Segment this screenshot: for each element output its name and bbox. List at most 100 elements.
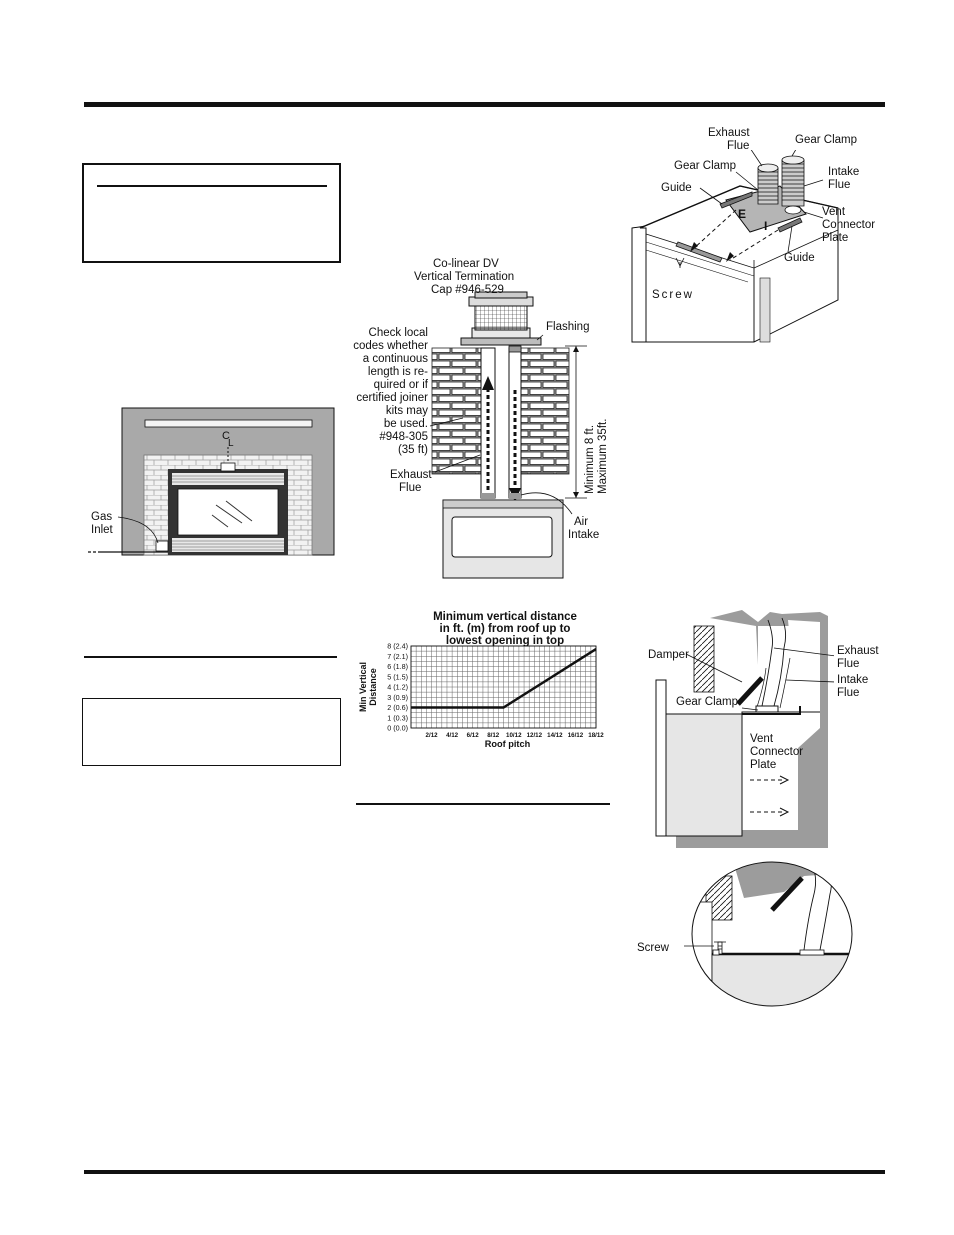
damper-plate-label-2: Connector (750, 746, 804, 758)
height-range-label-1: Minimum 8 ft. (584, 424, 596, 494)
y-axis-label: Min Vertical (358, 662, 368, 712)
exhaust-leader (750, 150, 763, 167)
conn-plate-label-1: Vent (822, 206, 846, 218)
term-exhaust-label-1: Exhaust (390, 469, 432, 481)
chimney-right-wall (516, 347, 570, 475)
damper-plate-label-3: Plate (750, 759, 777, 771)
y-tick-label: 2 (0.6) (387, 703, 408, 712)
y-tick-label: 5 (1.5) (387, 672, 408, 681)
intake-flue-top (781, 155, 805, 165)
gas-inlet-leader (117, 516, 159, 544)
vent-connector (755, 705, 779, 713)
exhaust-leader (434, 454, 481, 473)
detail-circle (691, 861, 853, 1007)
x-tick-label: 6/12 (467, 732, 480, 739)
pipe-collar-left (481, 493, 495, 499)
term-exhaust-label-2: Flue (399, 482, 422, 494)
intake-leader (803, 179, 824, 187)
plate-leader (803, 211, 824, 219)
x-tick-label: 8/12 (487, 732, 500, 739)
guide-left-label: Guide (661, 182, 692, 194)
unit-top-plate (742, 706, 801, 715)
vertical-termination-figure (429, 291, 587, 579)
pipe-collar-right (509, 493, 521, 499)
glass-panel (177, 488, 279, 536)
x-axis-label: Roof pitch (485, 739, 531, 749)
exhaust-flue-sketch (761, 617, 787, 707)
guide-right-leader (787, 225, 793, 253)
conn-plate-label-3: Plate (822, 232, 849, 244)
fireplace-front-figure (88, 407, 335, 556)
guide-right (777, 217, 803, 233)
x-tick-label: 12/12 (527, 732, 543, 739)
plot-frame (410, 645, 597, 729)
conn-intake-label-2: Flue (828, 179, 851, 191)
lintel-brick (693, 625, 715, 693)
plate-mark-i: I (764, 219, 768, 233)
header-rule (84, 102, 885, 107)
y-tick-label: 3 (0.9) (387, 693, 408, 702)
damper-intake-label-2: Flue (837, 687, 860, 699)
exhaust-flue-coil (757, 167, 779, 205)
gas-inlet-label-1: Gas (91, 511, 113, 523)
air-intake-label-2: Intake (568, 529, 600, 541)
unit-right-trim (759, 277, 771, 343)
detail-damper-blade (770, 876, 804, 912)
intake-pipe-top (508, 345, 522, 353)
firebox-unit-top (442, 499, 564, 509)
unit-body (665, 713, 743, 837)
flashing-plate (460, 337, 542, 346)
cap-label-2: Vertical Termination (414, 271, 515, 283)
y-tick-label: 0 (0.0) (387, 724, 408, 733)
move-arrow-1 (691, 209, 737, 251)
gear-clamp-top-leader (791, 150, 797, 157)
y-axis-label: Distance (368, 668, 378, 706)
gear-clamp-top-label: Gear Clamp (795, 134, 857, 146)
damper-intake-label-1: Intake (837, 674, 869, 686)
footer-rule (84, 1170, 885, 1174)
y-tick-label: 4 (1.2) (387, 683, 408, 692)
damper-exhaust-label-1: Exhaust (837, 645, 879, 657)
detail-connector (799, 949, 825, 956)
y-tick-label: 8 (2.4) (387, 642, 408, 651)
chimney-opening (758, 626, 798, 728)
mantel-shelf (144, 419, 313, 428)
damper-leader (685, 653, 743, 683)
unit-side-panel (631, 225, 647, 343)
damper-label: Damper (648, 649, 689, 661)
section-rule-middle (356, 803, 610, 805)
warning-box-rule (97, 185, 327, 187)
x-tick-label: 16/12 (568, 732, 584, 739)
exhaust-flue-top (757, 163, 779, 173)
y-tick-label: 6 (1.8) (387, 662, 408, 671)
codes-note: Check local codes whether a continuous l… (353, 327, 428, 456)
air-intake-label-1: Air (574, 516, 589, 528)
vent-connector-figure (631, 150, 839, 343)
conn-plate-label-2: Connector (822, 219, 876, 231)
detail-screw-label: Screw (637, 942, 669, 954)
guide-right-label: Guide (784, 252, 815, 264)
cap-label-3: Cap #946-529 (431, 284, 504, 296)
guide-left-leader (699, 187, 723, 205)
x-tick-label: 10/12 (506, 732, 522, 739)
exhaust-leader (773, 647, 834, 657)
detail-top-plate (712, 942, 852, 956)
flashing-label: Flashing (546, 321, 590, 333)
junction-box (220, 462, 236, 472)
conn-exhaust-label-1: Exhaust (708, 127, 750, 139)
damper-section-figure (655, 610, 834, 848)
damper-plate-label-1: Vent (750, 733, 774, 745)
gas-inlet-label-2: Inlet (91, 524, 113, 536)
intake-collar (784, 205, 802, 215)
bottom-louver (172, 538, 284, 552)
conn-intake-label-1: Intake (828, 166, 860, 178)
move-arrow-2 (729, 229, 779, 261)
unit-body-front (655, 679, 667, 837)
intake-flue-coil (781, 159, 805, 207)
x-tick-label: 4/12 (446, 732, 459, 739)
damper-blade (736, 676, 764, 706)
plate-mark-e: E (738, 207, 747, 221)
x-tick-label: 18/12 (588, 732, 604, 739)
guide-left (719, 191, 753, 209)
warning-box-top (82, 163, 341, 263)
